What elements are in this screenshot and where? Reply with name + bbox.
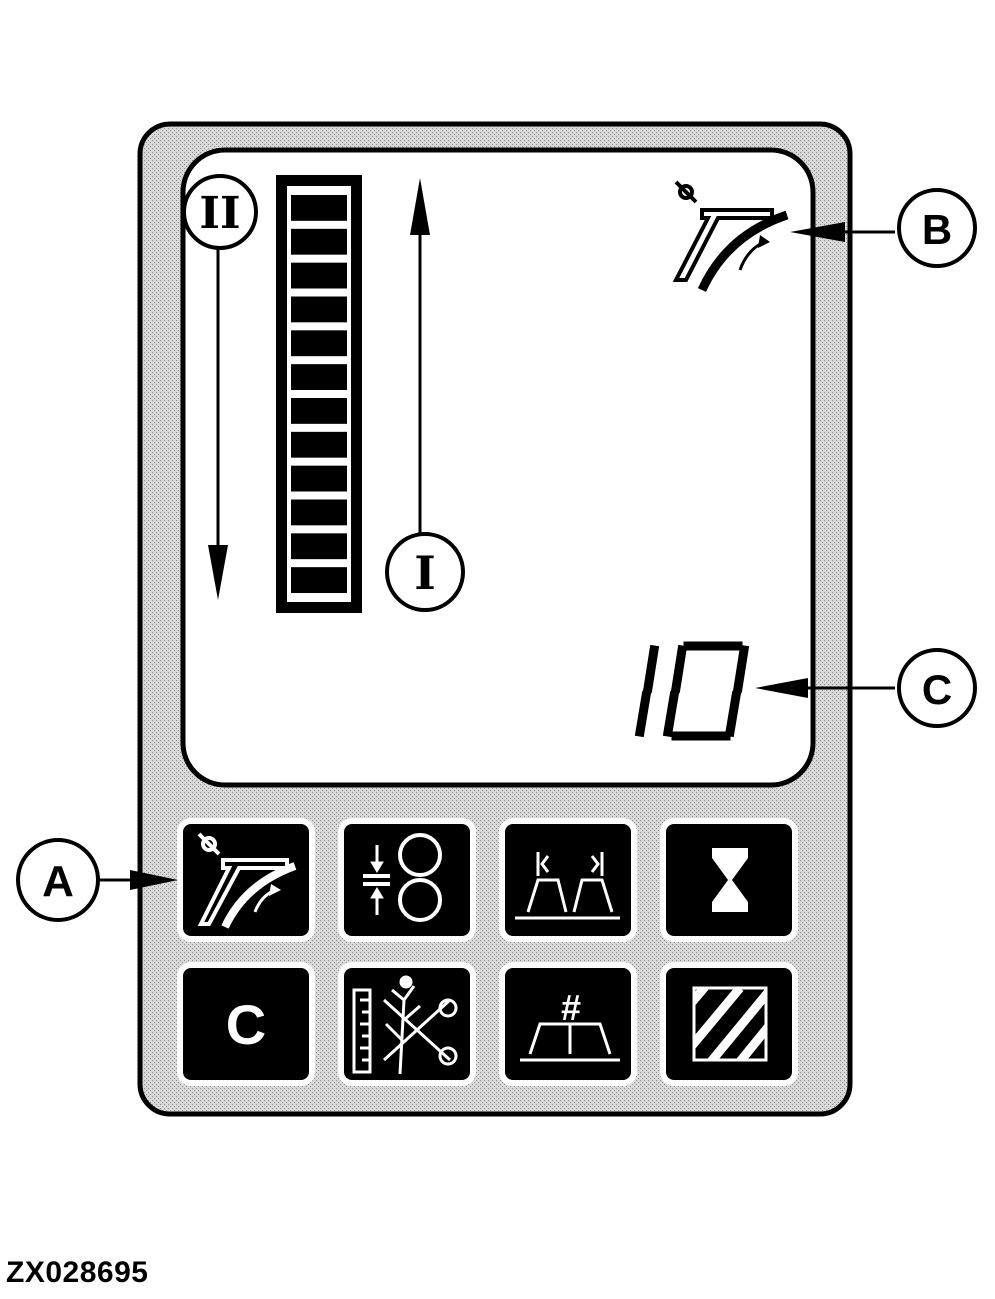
level-bar-segment — [291, 364, 347, 390]
level-bar-segment — [291, 262, 347, 289]
level-bar-segment — [291, 296, 347, 323]
gear-two-down-arrow — [208, 240, 228, 600]
level-bar-segment — [291, 499, 347, 526]
level-bar-segment — [291, 330, 347, 357]
callout-gear-one-label: I — [414, 546, 436, 600]
callout-c: C — [755, 648, 977, 728]
figure-id: ZX028695 — [6, 1256, 149, 1289]
hourglass-icon — [712, 848, 748, 912]
level-bar-segment — [291, 465, 347, 492]
level-bar-segment — [291, 431, 347, 458]
cutting-height-button[interactable] — [338, 962, 476, 1086]
level-bar-segment — [291, 195, 347, 221]
cutting-height-icon — [352, 975, 458, 1075]
level-bar-segment — [291, 567, 347, 593]
level-bar-segment — [291, 398, 347, 424]
c-button[interactable]: C — [177, 962, 315, 1086]
hourglass-button[interactable] — [660, 818, 798, 942]
header-height-icon — [672, 180, 789, 292]
callout-a: A — [16, 838, 178, 922]
level-bar-segment — [291, 228, 347, 255]
callout-gear-two: II — [182, 174, 258, 250]
row-width-icon — [515, 852, 620, 920]
header-height-icon — [197, 832, 297, 929]
hatched-area-icon — [692, 986, 768, 1062]
callout-c-label: C — [922, 666, 952, 713]
c-button-label: C — [226, 993, 266, 1056]
roll-gap-button[interactable] — [338, 818, 476, 942]
level-bar-segment — [291, 533, 347, 560]
hatched-area-button[interactable] — [660, 962, 798, 1086]
row-count-button[interactable]: # — [499, 962, 637, 1086]
row-count-icon: # — [520, 987, 620, 1062]
gear-one-up-arrow — [410, 178, 430, 560]
roll-gap-icon — [363, 833, 442, 922]
callout-gear-one: I — [385, 532, 465, 612]
row-count-symbol: # — [561, 987, 581, 1028]
callout-gear-two-label: II — [199, 188, 240, 239]
callout-b-label: B — [922, 206, 952, 253]
row-width-button[interactable] — [499, 818, 637, 942]
header-height-button[interactable] — [177, 818, 315, 942]
counter-readout: 10 — [634, 641, 750, 741]
callout-b: B — [790, 188, 977, 268]
level-bar-graph — [276, 175, 362, 613]
callout-a-label: A — [42, 857, 74, 906]
